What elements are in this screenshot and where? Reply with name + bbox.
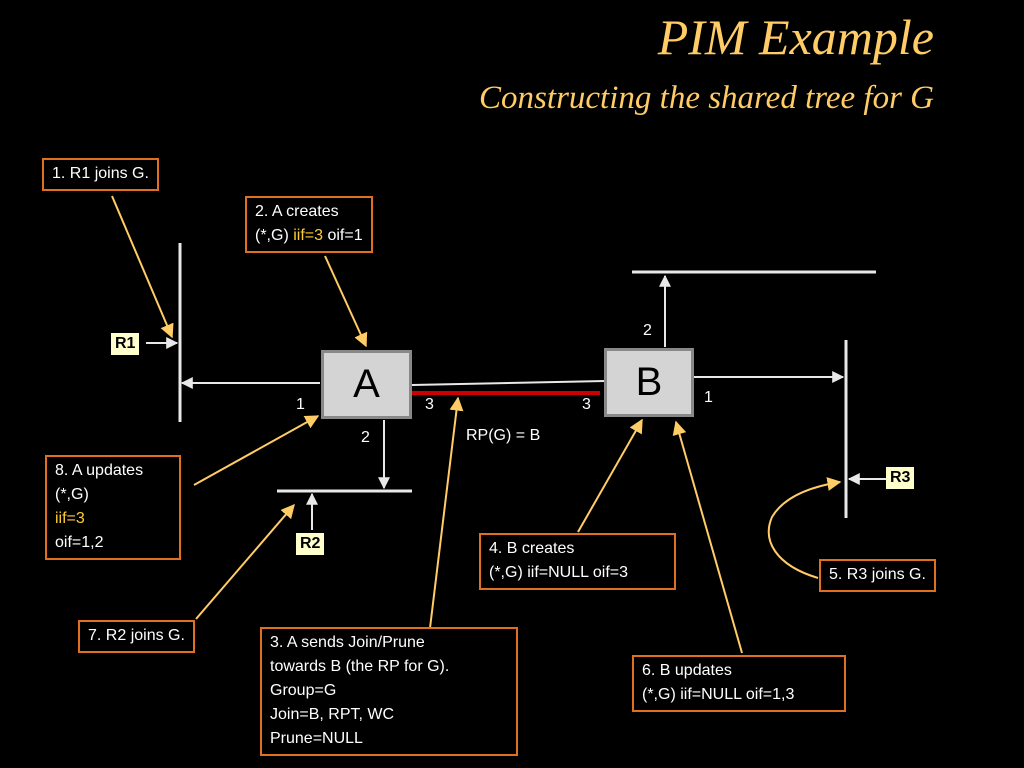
step-8-box: 8. A updates (*,G) iif=3 oif=1,2	[45, 455, 181, 560]
step-3-line-2: towards B (the RP for G).	[270, 658, 450, 675]
step-6-line-1: 6. B updates	[642, 662, 732, 679]
step-8-line-2: (*,G)	[55, 486, 89, 503]
callout-6-arrow	[672, 420, 743, 654]
port-b-1: 1	[704, 389, 713, 406]
callout-2-arrow	[324, 255, 368, 348]
step-5-box: 5. R3 joins G.	[819, 559, 936, 592]
callout-7-arrow	[195, 503, 295, 620]
port-b-2: 2	[643, 322, 652, 339]
callout-4-arrow	[577, 418, 643, 533]
step-3-line-3: Group=G	[270, 682, 337, 699]
slide-subtitle: Constructing the shared tree for G	[479, 80, 934, 116]
step-6-box: 6. B updates (*,G) iif=NULL oif=1,3	[632, 655, 846, 712]
step-1-box: 1. R1 joins G.	[42, 158, 159, 191]
step-5-text: 5. R3 joins G.	[829, 566, 926, 583]
rp-label: RP(G) = B	[466, 427, 541, 444]
step-2-box: 2. A creates (*,G) iif=3 oif=1	[245, 196, 373, 253]
step-3-line-4: Join=B, RPT, WC	[270, 706, 395, 723]
callout-8-arrow	[193, 415, 320, 486]
port-b-3: 3	[582, 396, 591, 413]
port-a-2: 2	[361, 429, 370, 446]
callout-1-arrow	[111, 195, 174, 339]
router-a-label: A	[353, 362, 380, 406]
step-3-box: 3. A sends Join/Prune towards B (the RP …	[260, 627, 518, 756]
host-r1: R1	[111, 333, 140, 355]
step-6-line-2: (*,G) iif=NULL oif=1,3	[642, 686, 795, 703]
step-1-text: 1. R1 joins G.	[52, 165, 149, 182]
step-7-box: 7. R2 joins G.	[78, 620, 195, 653]
step-3-line-5: Prune=NULL	[270, 730, 363, 747]
step-2-iif: iif=3	[293, 227, 324, 244]
step-2-line-1: 2. A creates	[255, 203, 339, 220]
router-b-label: B	[635, 360, 663, 404]
callout-5-arrow	[767, 477, 842, 579]
router-a: A	[321, 350, 412, 419]
router-b: B	[604, 348, 694, 417]
step-8-line-1: 8. A updates	[55, 462, 144, 479]
a-b-link	[411, 380, 606, 386]
step-8-line-3: iif=3	[55, 510, 85, 527]
step-4-line-1: 4. B creates	[489, 540, 575, 557]
port-a-1: 1	[296, 396, 305, 413]
step-7-text: 7. R2 joins G.	[88, 627, 185, 644]
step-4-box: 4. B creates (*,G) iif=NULL oif=3	[479, 533, 676, 590]
host-r3: R3	[886, 467, 915, 489]
host-r2: R2	[296, 533, 325, 555]
step-4-line-2: (*,G) iif=NULL oif=3	[489, 564, 629, 581]
step-2-line-2: (*,G) iif=3 oif=1	[255, 227, 363, 244]
slide-title: PIM Example	[657, 9, 934, 65]
step-8-line-4: oif=1,2	[55, 534, 104, 551]
step-3-line-1: 3. A sends Join/Prune	[270, 634, 425, 651]
callout-3-arrow	[429, 396, 464, 629]
port-a-3: 3	[425, 396, 434, 413]
